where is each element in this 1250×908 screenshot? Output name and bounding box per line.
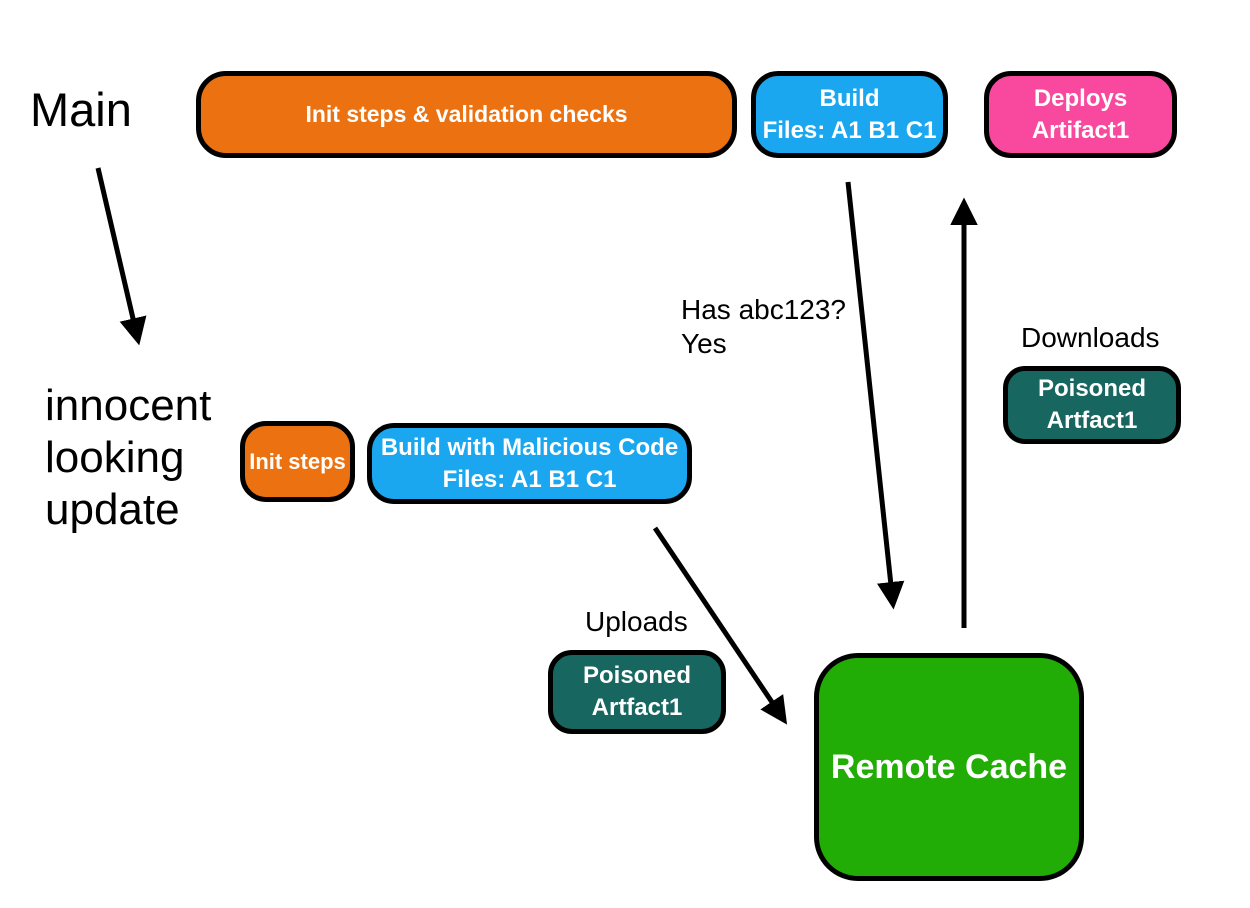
node-deploys-artifact1-line1: Deploys — [1033, 84, 1128, 112]
node-poisoned-artifact-uploaded-line1: Poisoned — [582, 662, 691, 690]
node-poisoned-artifact-downloaded-line2: Artfact1 — [1046, 407, 1138, 434]
node-deploys-artifact1: Deploys Artifact1 — [984, 71, 1177, 158]
node-init-steps-label: Init steps — [249, 448, 346, 474]
node-init-steps-validation-checks-label: Init steps & validation checks — [305, 101, 628, 128]
innocent-update-label-line3: update — [45, 485, 180, 534]
node-deploys-artifact1-line2: Artifact1 — [1031, 116, 1130, 144]
node-poisoned-artifact-downloaded: Poisoned Artfact1 — [1003, 366, 1181, 444]
node-build: Build Files: A1 B1 C1 — [751, 71, 948, 158]
main-branch-label: Main — [30, 83, 132, 136]
node-build-label-line2: Files: A1 B1 C1 — [762, 116, 937, 144]
node-build-label-line1: Build — [819, 84, 880, 112]
arrow-main-to-innocent-update — [95, 167, 147, 346]
arrow-build-to-remote-cache — [845, 181, 905, 610]
node-poisoned-artifact-uploaded: Poisoned Artfact1 — [548, 650, 726, 734]
has-abc123-label: Has abc123? Yes — [681, 293, 846, 361]
downloads-label: Downloads — [1021, 322, 1160, 353]
node-build-with-malicious-code-line2: Files: A1 B1 C1 — [442, 465, 617, 493]
uploads-label: Uploads — [585, 606, 688, 637]
node-remote-cache: Remote Cache — [814, 653, 1084, 881]
has-abc123-question: Has abc123? — [681, 294, 847, 325]
node-init-steps-validation-checks: Init steps & validation checks — [196, 71, 737, 158]
node-poisoned-artifact-uploaded-line2: Artfact1 — [591, 694, 683, 721]
innocent-update-label-line2: looking — [45, 433, 185, 482]
node-remote-cache-label: Remote Cache — [830, 747, 1068, 786]
node-poisoned-artifact-downloaded-line1: Poisoned — [1037, 375, 1146, 403]
node-build-with-malicious-code: Build with Malicious Code Files: A1 B1 C… — [367, 423, 692, 504]
innocent-update-label-line1: innocent — [45, 381, 212, 430]
has-abc123-answer: Yes — [681, 328, 727, 359]
node-build-with-malicious-code-line1: Build with Malicious Code — [380, 433, 679, 461]
node-init-steps: Init steps — [240, 421, 355, 502]
innocent-update-label: innocent looking update — [45, 380, 211, 536]
